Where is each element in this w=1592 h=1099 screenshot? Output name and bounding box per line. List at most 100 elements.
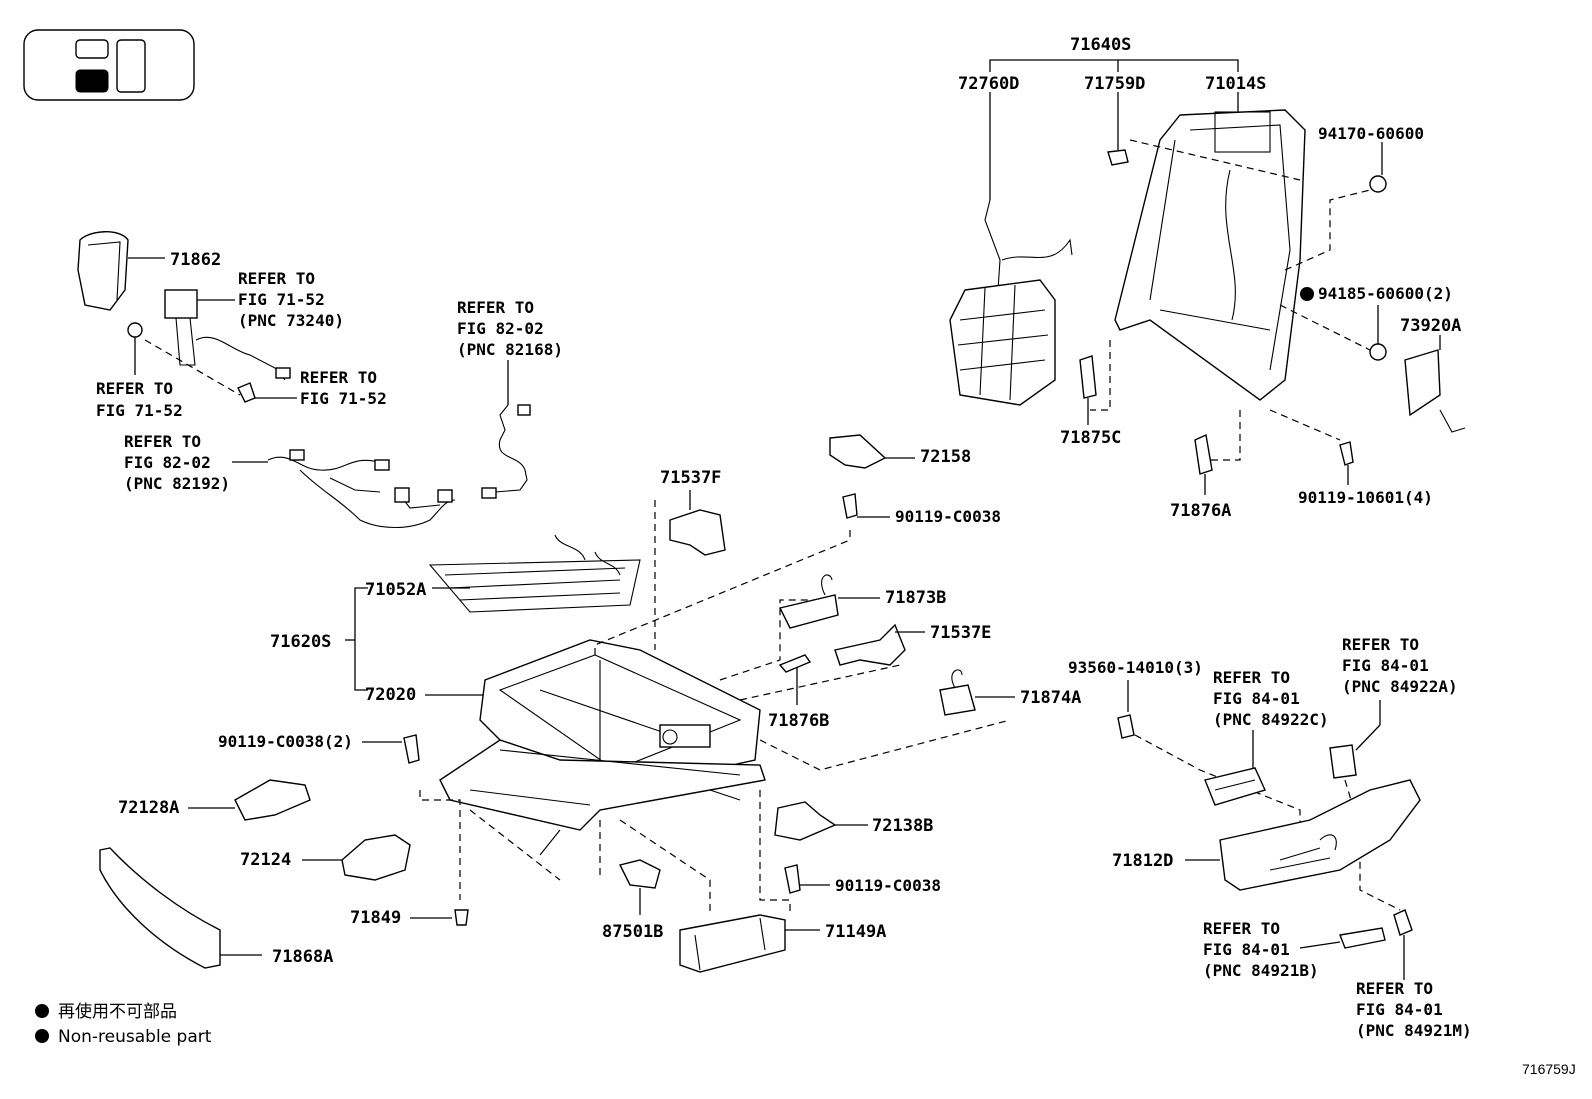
pad-71876b	[778, 654, 812, 705]
svg-text:(PNC 82168): (PNC 82168)	[457, 340, 563, 359]
label-71874a: 71874A	[1020, 688, 1081, 708]
svg-text:FIG 84-01: FIG 84-01	[1356, 1000, 1443, 1019]
label-87501b: 87501B	[602, 922, 663, 942]
svg-text:REFER TO: REFER TO	[457, 298, 534, 317]
svg-text:FIG 84-01: FIG 84-01	[1342, 656, 1429, 675]
svg-text:REFER TO: REFER TO	[1213, 668, 1290, 687]
label-72128a: 72128A	[118, 798, 179, 818]
svg-text:REFER TO: REFER TO	[238, 269, 315, 288]
knob-84921b	[1299, 927, 1386, 949]
bracket-72158	[829, 434, 915, 469]
legend-line-ja: 再使用不可部品	[58, 1001, 177, 1022]
refer-71-52-left: REFER TO FIG 71-52	[96, 379, 183, 420]
cover-71149a	[679, 914, 820, 973]
legend-line-en: Non-reusable part	[58, 1027, 212, 1047]
seatbelt-buckle-part	[127, 289, 297, 403]
refer-71-52-pnc-73240: REFER TO FIG 71-52 (PNC 73240)	[238, 269, 344, 330]
svg-text:FIG 82-02: FIG 82-02	[457, 319, 544, 338]
label-72138b: 72138B	[872, 816, 933, 836]
bracket-71620s	[345, 587, 368, 691]
label-71759d: 71759D	[1084, 74, 1145, 94]
label-90119-c0038-top: 90119-C0038	[895, 507, 1001, 526]
svg-text:FIG 84-01: FIG 84-01	[1203, 940, 1290, 959]
refer-84-01-pnc-84922c: REFER TO FIG 84-01 (PNC 84922C)	[1213, 668, 1329, 729]
svg-text:(PNC 84921M): (PNC 84921M)	[1356, 1021, 1472, 1040]
cover-72128a	[188, 779, 311, 821]
label-71876a: 71876A	[1170, 501, 1231, 521]
bracket-71873b	[778, 574, 880, 629]
label-71849: 71849	[350, 908, 401, 928]
svg-text:REFER TO: REFER TO	[124, 432, 201, 451]
svg-text:REFER TO: REFER TO	[1203, 919, 1280, 938]
bolt-90119-c0038-top	[842, 493, 890, 519]
label-71014s: 71014S	[1205, 74, 1266, 94]
svg-text:FIG 82-02: FIG 82-02	[124, 453, 211, 472]
label-72020: 72020	[365, 685, 416, 705]
label-93560: 93560-14010(3)	[1068, 658, 1203, 677]
refer-84-01-pnc-84921m: REFER TO FIG 84-01 (PNC 84921M)	[1356, 979, 1472, 1040]
seat-spring-71052a	[428, 534, 641, 613]
bracket-71537e	[834, 623, 925, 666]
screw-93560	[1117, 680, 1301, 830]
refer-82-02-pnc-82192: REFER TO FIG 82-02 (PNC 82192)	[124, 432, 230, 493]
bracket-71537f	[669, 490, 726, 556]
figure-code: 716759J	[1522, 1061, 1576, 1077]
refer-71-52-right: REFER TO FIG 71-52	[300, 368, 387, 408]
label-71537f: 71537F	[660, 468, 721, 488]
bullet-icon	[35, 1004, 49, 1018]
seat-cushion-frame-part	[425, 639, 766, 856]
label-94170: 94170-60600	[1318, 124, 1424, 143]
svg-text:FIG 71-52: FIG 71-52	[238, 290, 325, 309]
label-71640s: 71640S	[1070, 35, 1131, 55]
label-71875c: 71875C	[1060, 428, 1121, 448]
refer-84-01-pnc-84922a: REFER TO FIG 84-01 (PNC 84922A)	[1342, 635, 1458, 696]
legend: 再使用不可部品 Non-reusable part	[35, 1001, 212, 1047]
airbag-module-73920a	[1404, 335, 1466, 433]
clip-71849	[410, 909, 469, 926]
pad-71875c	[1079, 355, 1097, 425]
label-71876b: 71876B	[768, 711, 829, 731]
seat-position-icon	[23, 29, 195, 101]
wire-harness-82192	[232, 449, 456, 528]
svg-text:FIG 84-01: FIG 84-01	[1213, 689, 1300, 708]
bolt-90119-10601	[1339, 441, 1354, 485]
knob-84921m	[1393, 909, 1413, 980]
label-71873b: 71873B	[885, 588, 946, 608]
label-71868a: 71868A	[272, 947, 333, 967]
svg-text:REFER TO: REFER TO	[96, 379, 173, 398]
label-90119-10601: 90119-10601(4)	[1298, 488, 1433, 507]
label-71862: 71862	[170, 250, 221, 270]
label-72158: 72158	[920, 447, 971, 467]
label-90119-c0038-2: 90119-C0038(2)	[218, 732, 353, 751]
label-71812d: 71812D	[1112, 851, 1173, 871]
trim-cover-71868a	[99, 847, 262, 969]
svg-text:(PNC 84922A): (PNC 84922A)	[1342, 677, 1458, 696]
bracket-72138b	[774, 801, 868, 841]
svg-text:(PNC 73240): (PNC 73240)	[238, 311, 344, 330]
cover-72124	[302, 834, 411, 881]
nut-94185	[1300, 287, 1387, 361]
bracket-71874a	[939, 669, 1015, 716]
refer-82-02-pnc-82168: REFER TO FIG 82-02 (PNC 82168)	[457, 298, 563, 359]
nut-94170	[1369, 142, 1387, 193]
switch-87501b	[618, 859, 661, 915]
label-72124: 72124	[240, 850, 291, 870]
svg-text:REFER TO: REFER TO	[300, 368, 377, 387]
label-71620s: 71620S	[270, 632, 331, 652]
label-72760d: 72760D	[958, 74, 1019, 94]
cover-71862	[77, 231, 165, 311]
label-71149a: 71149A	[825, 922, 886, 942]
label-71537e: 71537E	[930, 623, 991, 643]
svg-text:FIG 71-52: FIG 71-52	[96, 401, 183, 420]
lumbar-support-part	[949, 92, 1073, 406]
svg-text:FIG 71-52: FIG 71-52	[300, 389, 387, 408]
side-cover-71812d	[1185, 779, 1421, 891]
label-71052a: 71052A	[365, 580, 426, 600]
label-90119-c0038-bottom: 90119-C0038	[835, 876, 941, 895]
pad-71876a	[1194, 433, 1213, 495]
svg-text:(PNC 84921B): (PNC 84921B)	[1203, 961, 1319, 980]
refer-84-01-pnc-84921b: REFER TO FIG 84-01 (PNC 84921B)	[1203, 919, 1319, 980]
bolt-90119-c0038-bottom	[784, 864, 830, 894]
clip-71759d	[1107, 92, 1129, 166]
